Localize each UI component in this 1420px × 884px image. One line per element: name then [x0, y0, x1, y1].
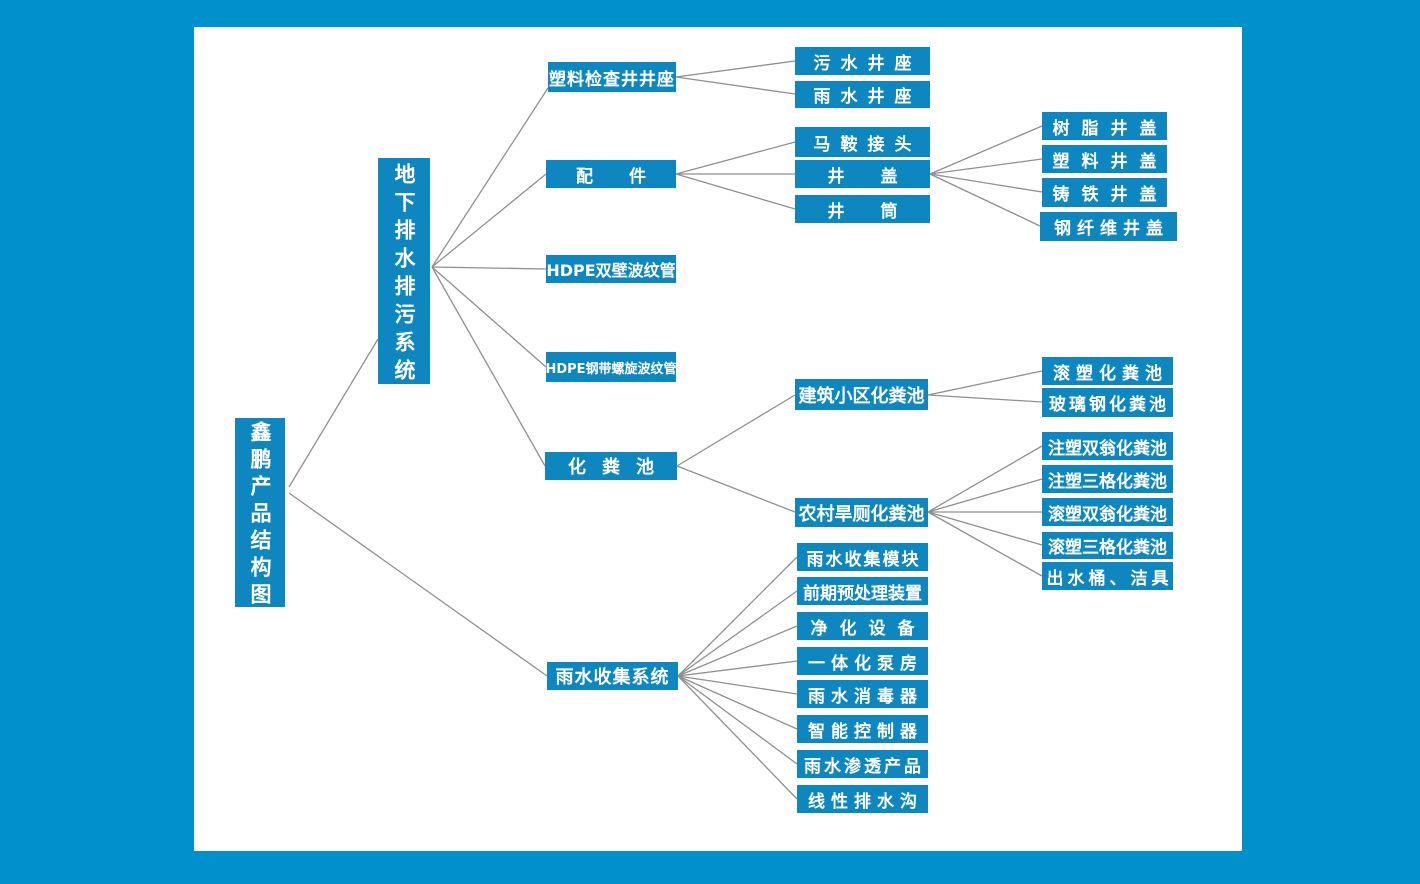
- node-roto-molded-septic-tank: 滚塑化粪池: [1042, 357, 1173, 385]
- node-injection-double-urn-septic-tank: 注塑双翁化粪池: [1042, 432, 1173, 460]
- node-resin-well-cover: 树脂井盖: [1042, 112, 1167, 140]
- node-residential-septic-tank: 建筑小区化粪池: [795, 379, 928, 410]
- node-rural-dry-toilet-septic-tank: 农村旱厕化粪池: [795, 498, 928, 527]
- node-well-barrel: 井筒: [795, 195, 930, 223]
- node-frp-septic-tank: 玻璃钢化粪池: [1042, 388, 1173, 417]
- node-underground-sewage-system: 地下排水排污系统: [378, 158, 430, 387]
- node-outlet-bucket-sanitary-ware: 出水桶、洁具: [1042, 562, 1173, 590]
- node-rain-collection-module: 雨水收集模块: [797, 543, 928, 571]
- node-roto-double-urn-septic-tank: 滚塑双翁化粪池: [1042, 498, 1173, 526]
- node-hdpe-double-wall-pipe: HDPE双壁波纹管: [546, 255, 676, 283]
- node-product-structure-root: 鑫鹏产品结构图: [235, 418, 285, 610]
- node-steel-fiber-well-cover: 钢纤维井盖: [1040, 212, 1177, 241]
- node-pretreatment-device: 前期预处理装置: [797, 577, 928, 605]
- node-saddle-joint: 马鞍接头: [795, 127, 930, 157]
- node-well-cover: 井盖: [795, 160, 930, 188]
- diagram-panel: 鑫鹏产品结构图 地下排水排污系统 雨水收集系统 塑料检查井井座 配件 HDPE双…: [194, 27, 1242, 851]
- node-rainwater-well-seat: 雨水井座: [795, 81, 930, 108]
- node-fittings: 配件: [546, 160, 676, 188]
- node-roto-three-compartment-septic-tank: 滚塑三格化粪池: [1042, 532, 1173, 559]
- node-plastic-well-cover: 塑料井盖: [1042, 145, 1167, 173]
- node-rain-permeation-products: 雨水渗透产品: [797, 750, 928, 778]
- node-plastic-inspection-well-seat: 塑料检查井井座: [548, 62, 676, 92]
- node-hdpe-steel-band-spiral-pipe: HDPE钢带螺旋波纹管: [545, 352, 677, 382]
- connector-lines: [288, 60, 1043, 800]
- node-rainwater-collection-system: 雨水收集系统: [547, 662, 678, 690]
- node-rain-disinfector: 雨水消毒器: [797, 680, 928, 708]
- node-purification-equipment: 净化设备: [797, 612, 928, 640]
- node-cast-iron-well-cover: 铸铁井盖: [1042, 178, 1167, 207]
- node-injection-three-compartment-septic-tank: 注塑三格化粪池: [1042, 465, 1173, 493]
- node-smart-controller: 智能控制器: [797, 715, 928, 743]
- node-linear-drainage-ditch: 线性排水沟: [797, 785, 928, 813]
- node-septic-tank: 化粪池: [545, 452, 677, 480]
- node-sewage-well-seat: 污水井座: [795, 47, 930, 75]
- node-integrated-pump-house: 一体化泵房: [797, 647, 928, 675]
